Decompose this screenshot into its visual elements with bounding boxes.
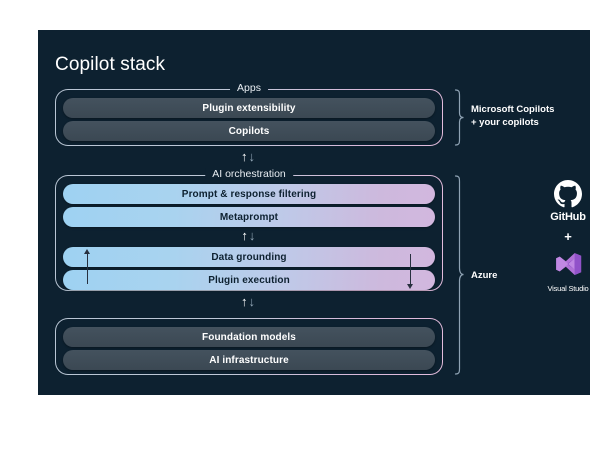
bracket-label-azure: Azure bbox=[471, 270, 497, 283]
bar-prompt-response-filtering[interactable]: Prompt & response filtering bbox=[63, 184, 435, 205]
slide-canvas: Copilot stack Apps Plugin extensibility … bbox=[38, 30, 590, 395]
connector-apps-to-orchestration: ↑ ↓ bbox=[241, 150, 255, 163]
group-apps: Apps Plugin extensibility Copilots bbox=[55, 82, 443, 146]
bar-plugin-extensibility[interactable]: Plugin extensibility bbox=[63, 98, 435, 119]
bracket-azure bbox=[454, 175, 465, 375]
arrow-up-icon: ↑ bbox=[241, 294, 248, 309]
partner-logos: GitHub + Visual Studio bbox=[532, 180, 590, 293]
bar-metaprompt[interactable]: Metaprompt bbox=[63, 207, 435, 228]
group-foundation: Foundation models AI infrastructure bbox=[55, 318, 443, 375]
github-icon bbox=[554, 180, 582, 213]
bar-plugin-execution[interactable]: Plugin execution bbox=[63, 270, 435, 291]
group-label-ai-orchestration: AI orchestration bbox=[205, 168, 293, 181]
arrow-down-icon: ↓ bbox=[248, 149, 256, 164]
bar-copilots[interactable]: Copilots bbox=[63, 121, 435, 142]
plus-icon: + bbox=[564, 229, 572, 244]
arrow-down-icon: ↓ bbox=[248, 294, 256, 309]
github-logo: GitHub bbox=[550, 180, 586, 223]
visual-studio-label: Visual Studio bbox=[547, 284, 589, 293]
bracket-copilots bbox=[454, 89, 465, 146]
group-label-apps: Apps bbox=[230, 82, 268, 95]
visual-studio-icon bbox=[554, 250, 582, 283]
visual-studio-logo: Visual Studio bbox=[547, 250, 589, 293]
connector-orchestration-to-foundation: ↑ ↓ bbox=[241, 295, 255, 308]
bar-foundation-models[interactable]: Foundation models bbox=[63, 327, 435, 348]
bracket-label-azure-line1: Azure bbox=[471, 270, 498, 281]
connector-metaprompt-to-grounding: ↑ ↓ bbox=[241, 229, 255, 242]
github-label: GitHub bbox=[550, 211, 586, 223]
group-ai-orchestration: AI orchestration Prompt & response filte… bbox=[55, 168, 443, 291]
arrow-up-icon: ↑ bbox=[241, 149, 248, 164]
bar-ai-infrastructure[interactable]: AI infrastructure bbox=[63, 350, 435, 371]
arrow-down-overlay-icon bbox=[406, 254, 413, 290]
arrow-up-overlay-icon bbox=[84, 249, 91, 285]
arrow-down-icon: ↓ bbox=[248, 228, 256, 244]
bracket-label-copilots-line2: + your copilots bbox=[471, 116, 539, 128]
arrow-up-icon: ↑ bbox=[241, 228, 248, 244]
bracket-label-copilots: Microsoft Copilots + your copilots bbox=[471, 104, 554, 130]
bar-data-grounding[interactable]: Data grounding bbox=[63, 247, 435, 268]
page-title: Copilot stack bbox=[55, 54, 166, 75]
bracket-label-copilots-line1: Microsoft Copilots bbox=[471, 104, 555, 115]
